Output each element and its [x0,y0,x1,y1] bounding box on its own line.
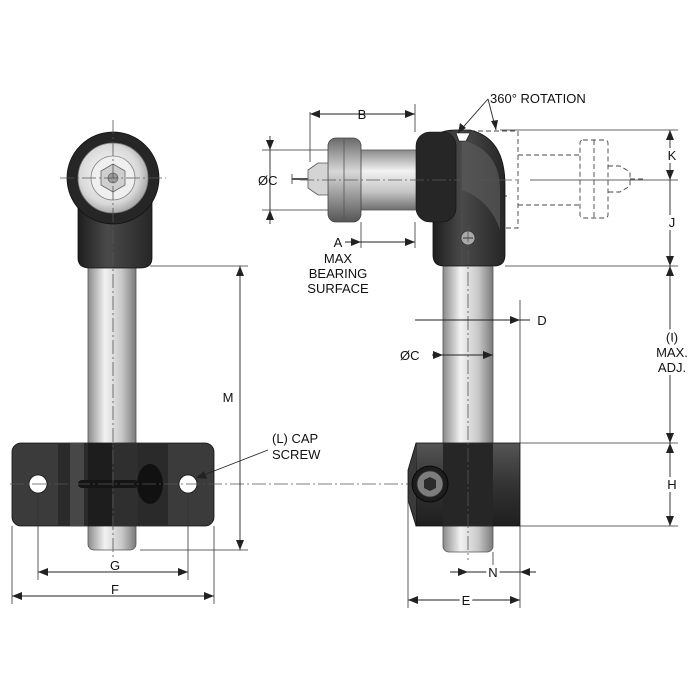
label-D: D [537,313,546,328]
label-max-bearing-3: SURFACE [307,281,369,296]
label-I-3: ADJ. [658,360,686,375]
label-J: J [669,215,676,230]
label-G: G [110,558,120,573]
rotation-notch [455,132,471,142]
label-max-bearing-2: BEARING [309,266,368,281]
cap-screw-hex-socket [424,477,436,491]
label-A: A [334,235,343,250]
label-K: K [668,148,677,163]
label-E: E [462,593,471,608]
label-cap-screw-1: (L) CAP [272,431,318,446]
label-max-bearing-1: MAX [324,251,353,266]
label-C-right: ØC [400,348,420,363]
right-elbow-front-face [415,131,457,223]
cap-screw-leader [195,449,269,479]
left-base-slot [70,443,84,526]
label-cap-screw-2: SCREW [272,447,321,462]
label-C-left: ØC [258,173,278,188]
label-M: M [223,390,234,405]
label-I-2: MAX. [656,345,688,360]
label-F: F [111,582,119,597]
dimension-lines [12,98,674,604]
extension-lines [11,104,678,608]
shaft-end-nut [307,162,329,196]
right-elbow-highlight [462,140,500,230]
label-B: B [358,107,367,122]
label-I-1: (I) [666,330,678,345]
label-rotation: 360° ROTATION [490,91,586,106]
label-N: N [488,565,497,580]
dimension-labels: M G F B ØC A MAX BEARING SURFACE D ØC K … [110,91,691,611]
left-view [10,120,410,560]
right-view [291,129,645,560]
label-H: H [667,477,676,492]
